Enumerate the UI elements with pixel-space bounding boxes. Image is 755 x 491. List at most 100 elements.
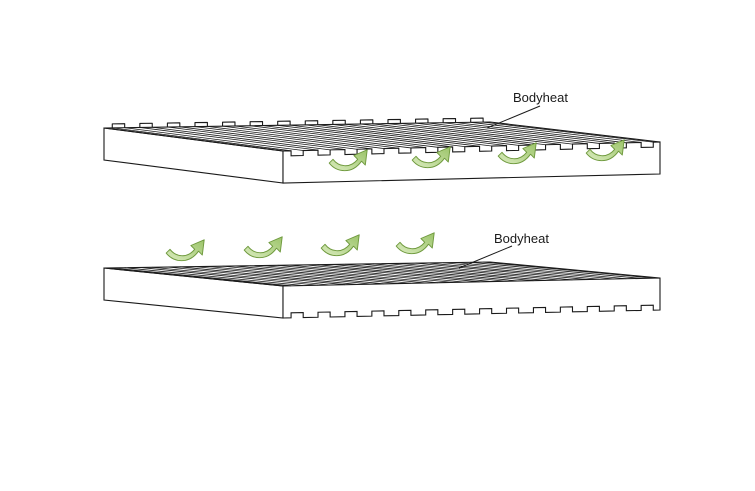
groove-line bbox=[207, 265, 385, 285]
groove-line bbox=[455, 122, 627, 144]
panel-back-notch bbox=[304, 120, 319, 125]
groove-line bbox=[234, 265, 411, 284]
panel-back-notch bbox=[442, 117, 457, 123]
groove-line bbox=[222, 265, 399, 284]
panel-back-notch bbox=[387, 118, 401, 124]
heat-arrow-top-1 bbox=[328, 149, 368, 172]
groove-line bbox=[360, 263, 534, 282]
groove-line bbox=[372, 263, 546, 281]
curved-heat-arrow-icon bbox=[165, 239, 205, 262]
panel-top-body bbox=[103, 117, 661, 184]
groove-line bbox=[470, 121, 642, 143]
groove-line bbox=[179, 126, 358, 150]
groove-line bbox=[470, 261, 642, 279]
groove-line bbox=[483, 121, 654, 143]
groove-line bbox=[455, 262, 627, 280]
panel-back-notch bbox=[359, 119, 374, 125]
groove-line bbox=[167, 266, 345, 286]
panel-bottom-grooves bbox=[112, 261, 654, 287]
panel-back-notch bbox=[139, 122, 153, 128]
groove-line bbox=[207, 125, 385, 149]
panel-bottom-body bbox=[103, 261, 661, 319]
groove-line bbox=[360, 123, 534, 146]
groove-line bbox=[400, 122, 573, 145]
panel-front-face bbox=[282, 141, 661, 184]
groove-line bbox=[139, 267, 319, 286]
groove-line bbox=[387, 123, 561, 145]
heat-arrow-bottom-2 bbox=[243, 236, 283, 259]
groove-line bbox=[290, 264, 465, 283]
curved-heat-arrow-icon bbox=[243, 236, 283, 259]
groove-line bbox=[194, 126, 372, 150]
panel-back-notch bbox=[277, 120, 291, 126]
panel-back-notch bbox=[332, 119, 346, 125]
curved-heat-arrow-icon bbox=[328, 149, 368, 172]
groove-line bbox=[332, 124, 507, 147]
groove-line bbox=[277, 264, 453, 283]
groove-line bbox=[152, 266, 331, 286]
groove-line bbox=[387, 263, 561, 281]
groove-line bbox=[124, 127, 304, 151]
groove-line bbox=[167, 126, 345, 150]
panel-back-notch bbox=[415, 118, 429, 124]
panel-back-notch bbox=[222, 121, 236, 127]
panel-back-notch bbox=[194, 121, 208, 127]
groove-line bbox=[345, 123, 519, 146]
panel-top: Bodyheat bbox=[103, 90, 661, 184]
curved-heat-arrow-icon bbox=[497, 142, 537, 165]
groove-line bbox=[427, 122, 600, 144]
panel-bottom-heat-arrows bbox=[165, 232, 435, 262]
heat-arrow-top-4 bbox=[585, 139, 625, 162]
groove-line bbox=[332, 264, 507, 282]
panel-back-notch bbox=[249, 120, 264, 126]
groove-line bbox=[250, 125, 426, 148]
groove-line bbox=[222, 125, 399, 149]
groove-line bbox=[415, 122, 588, 145]
panel-bottom-leader-line bbox=[458, 245, 513, 269]
groove-line bbox=[262, 265, 438, 284]
panel-back-notch bbox=[470, 117, 484, 123]
panel-bottom: Bodyheat bbox=[103, 231, 661, 319]
curved-heat-arrow-icon bbox=[320, 234, 360, 257]
groove-line bbox=[112, 267, 292, 287]
groove-line bbox=[124, 267, 304, 286]
groove-line bbox=[262, 125, 438, 148]
groove-line bbox=[317, 264, 492, 282]
groove-line bbox=[305, 124, 480, 147]
groove-line bbox=[443, 122, 615, 144]
panel-top-face bbox=[103, 121, 661, 152]
groove-line bbox=[152, 126, 331, 151]
panel-bottom-label: Bodyheat bbox=[494, 231, 549, 246]
panel-top-face bbox=[103, 261, 661, 287]
groove-line bbox=[139, 127, 319, 151]
panel-back-notch bbox=[166, 122, 181, 128]
groove-line bbox=[443, 262, 615, 280]
groove-line bbox=[317, 124, 492, 147]
groove-line bbox=[305, 264, 480, 283]
groove-line bbox=[290, 124, 465, 148]
heat-arrow-top-2 bbox=[411, 146, 451, 169]
groove-line bbox=[277, 124, 453, 148]
panel-top-label: Bodyheat bbox=[513, 90, 568, 105]
groove-line bbox=[427, 262, 600, 280]
panel-top-heat-arrows bbox=[328, 139, 625, 172]
groove-line bbox=[250, 265, 426, 284]
panel-top-leader-line bbox=[486, 105, 541, 129]
curved-heat-arrow-icon bbox=[395, 232, 435, 255]
panel-front-face bbox=[282, 277, 661, 319]
groove-line bbox=[179, 266, 358, 285]
heat-arrow-top-3 bbox=[497, 142, 537, 165]
groove-line bbox=[415, 262, 588, 280]
panel-back-notch bbox=[111, 123, 126, 128]
heat-arrow-bottom-1 bbox=[165, 239, 205, 262]
heat-arrow-bottom-3 bbox=[320, 234, 360, 257]
groove-line bbox=[234, 125, 411, 149]
curved-heat-arrow-icon bbox=[411, 146, 451, 169]
groove-line bbox=[194, 266, 372, 285]
groove-line bbox=[400, 262, 573, 281]
curved-heat-arrow-icon bbox=[585, 139, 625, 162]
groove-line bbox=[483, 261, 654, 279]
groove-line bbox=[345, 263, 519, 282]
heat-arrow-bottom-4 bbox=[395, 232, 435, 255]
